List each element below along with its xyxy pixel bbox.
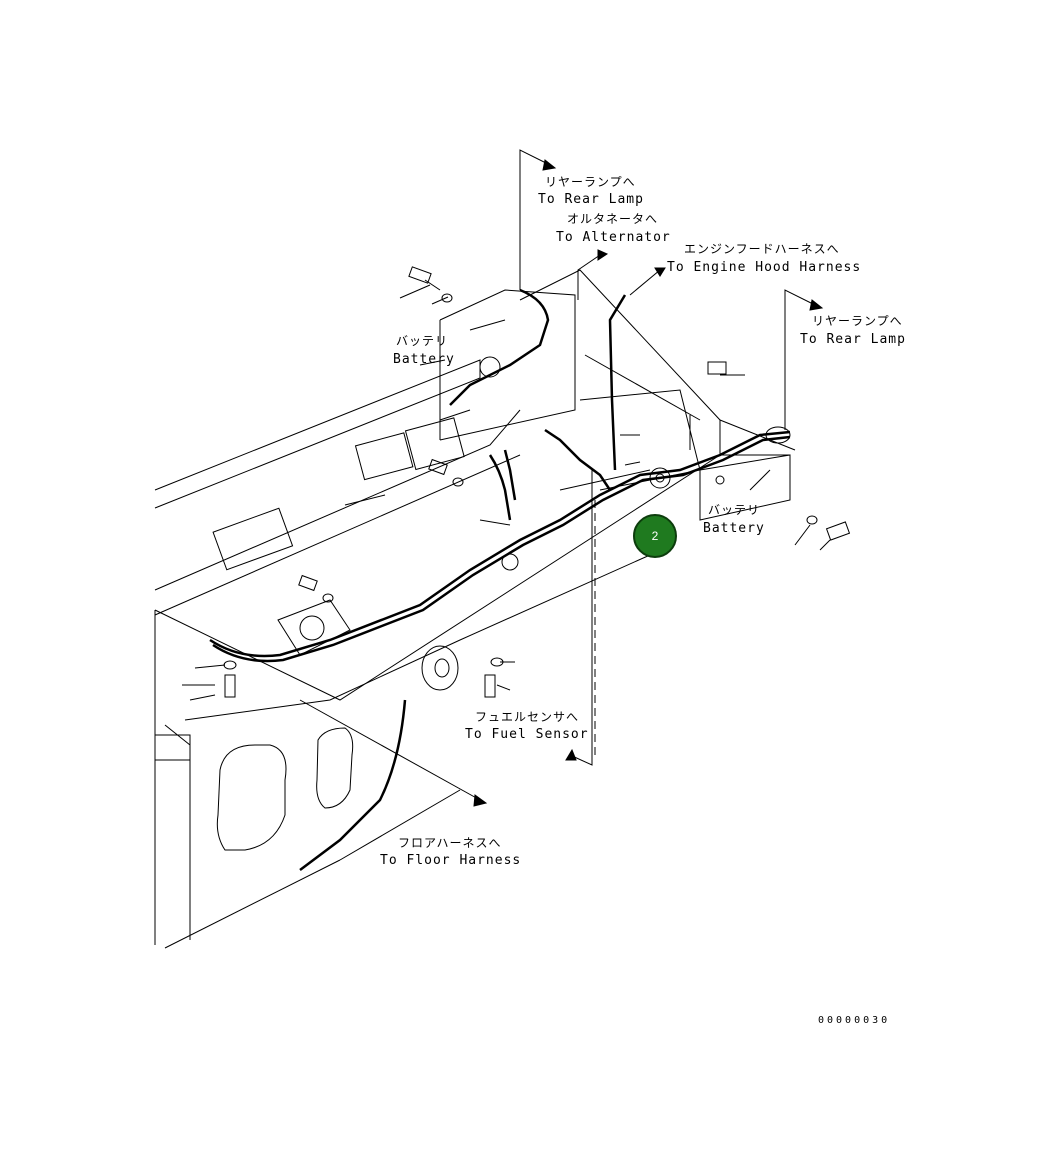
- harness-wires: [209, 288, 791, 871]
- rear-lamp-top-label-jp: リヤーランプへ: [545, 175, 636, 189]
- battery-right-label: Battery: [703, 521, 765, 536]
- battery-right-label-jp: バッテリ: [708, 503, 761, 517]
- fuel-sensor-label-jp: フュエルセンサへ: [475, 710, 580, 724]
- alternator-label-jp: オルタネータへ: [567, 212, 659, 226]
- alternator-label: To Alternator: [556, 230, 671, 245]
- floor-harness-label: To Floor Harness: [380, 853, 522, 868]
- battery-left-label-jp: バッテリ: [396, 334, 449, 348]
- engine-hood-label: To Engine Hood Harness: [667, 260, 862, 275]
- rear-lamp-right-label-jp: リヤーランプへ: [812, 314, 903, 328]
- leader-lines: [164, 149, 831, 807]
- engine-hood-label-jp: エンジンフードハーネスへ: [684, 242, 840, 256]
- document-number: 00000030: [818, 1015, 891, 1026]
- fasteners: [223, 266, 851, 698]
- frame-outline: [154, 269, 796, 949]
- fuel-sensor-label: To Fuel Sensor: [465, 727, 589, 742]
- floor-harness-label-jp: フロアハーネスへ: [398, 836, 502, 850]
- part-callout-2[interactable]: 2: [633, 514, 677, 558]
- battery-left-label: Battery: [393, 352, 455, 367]
- rear-lamp-top-label: To Rear Lamp: [538, 192, 644, 207]
- rear-lamp-right-label: To Rear Lamp: [800, 332, 906, 347]
